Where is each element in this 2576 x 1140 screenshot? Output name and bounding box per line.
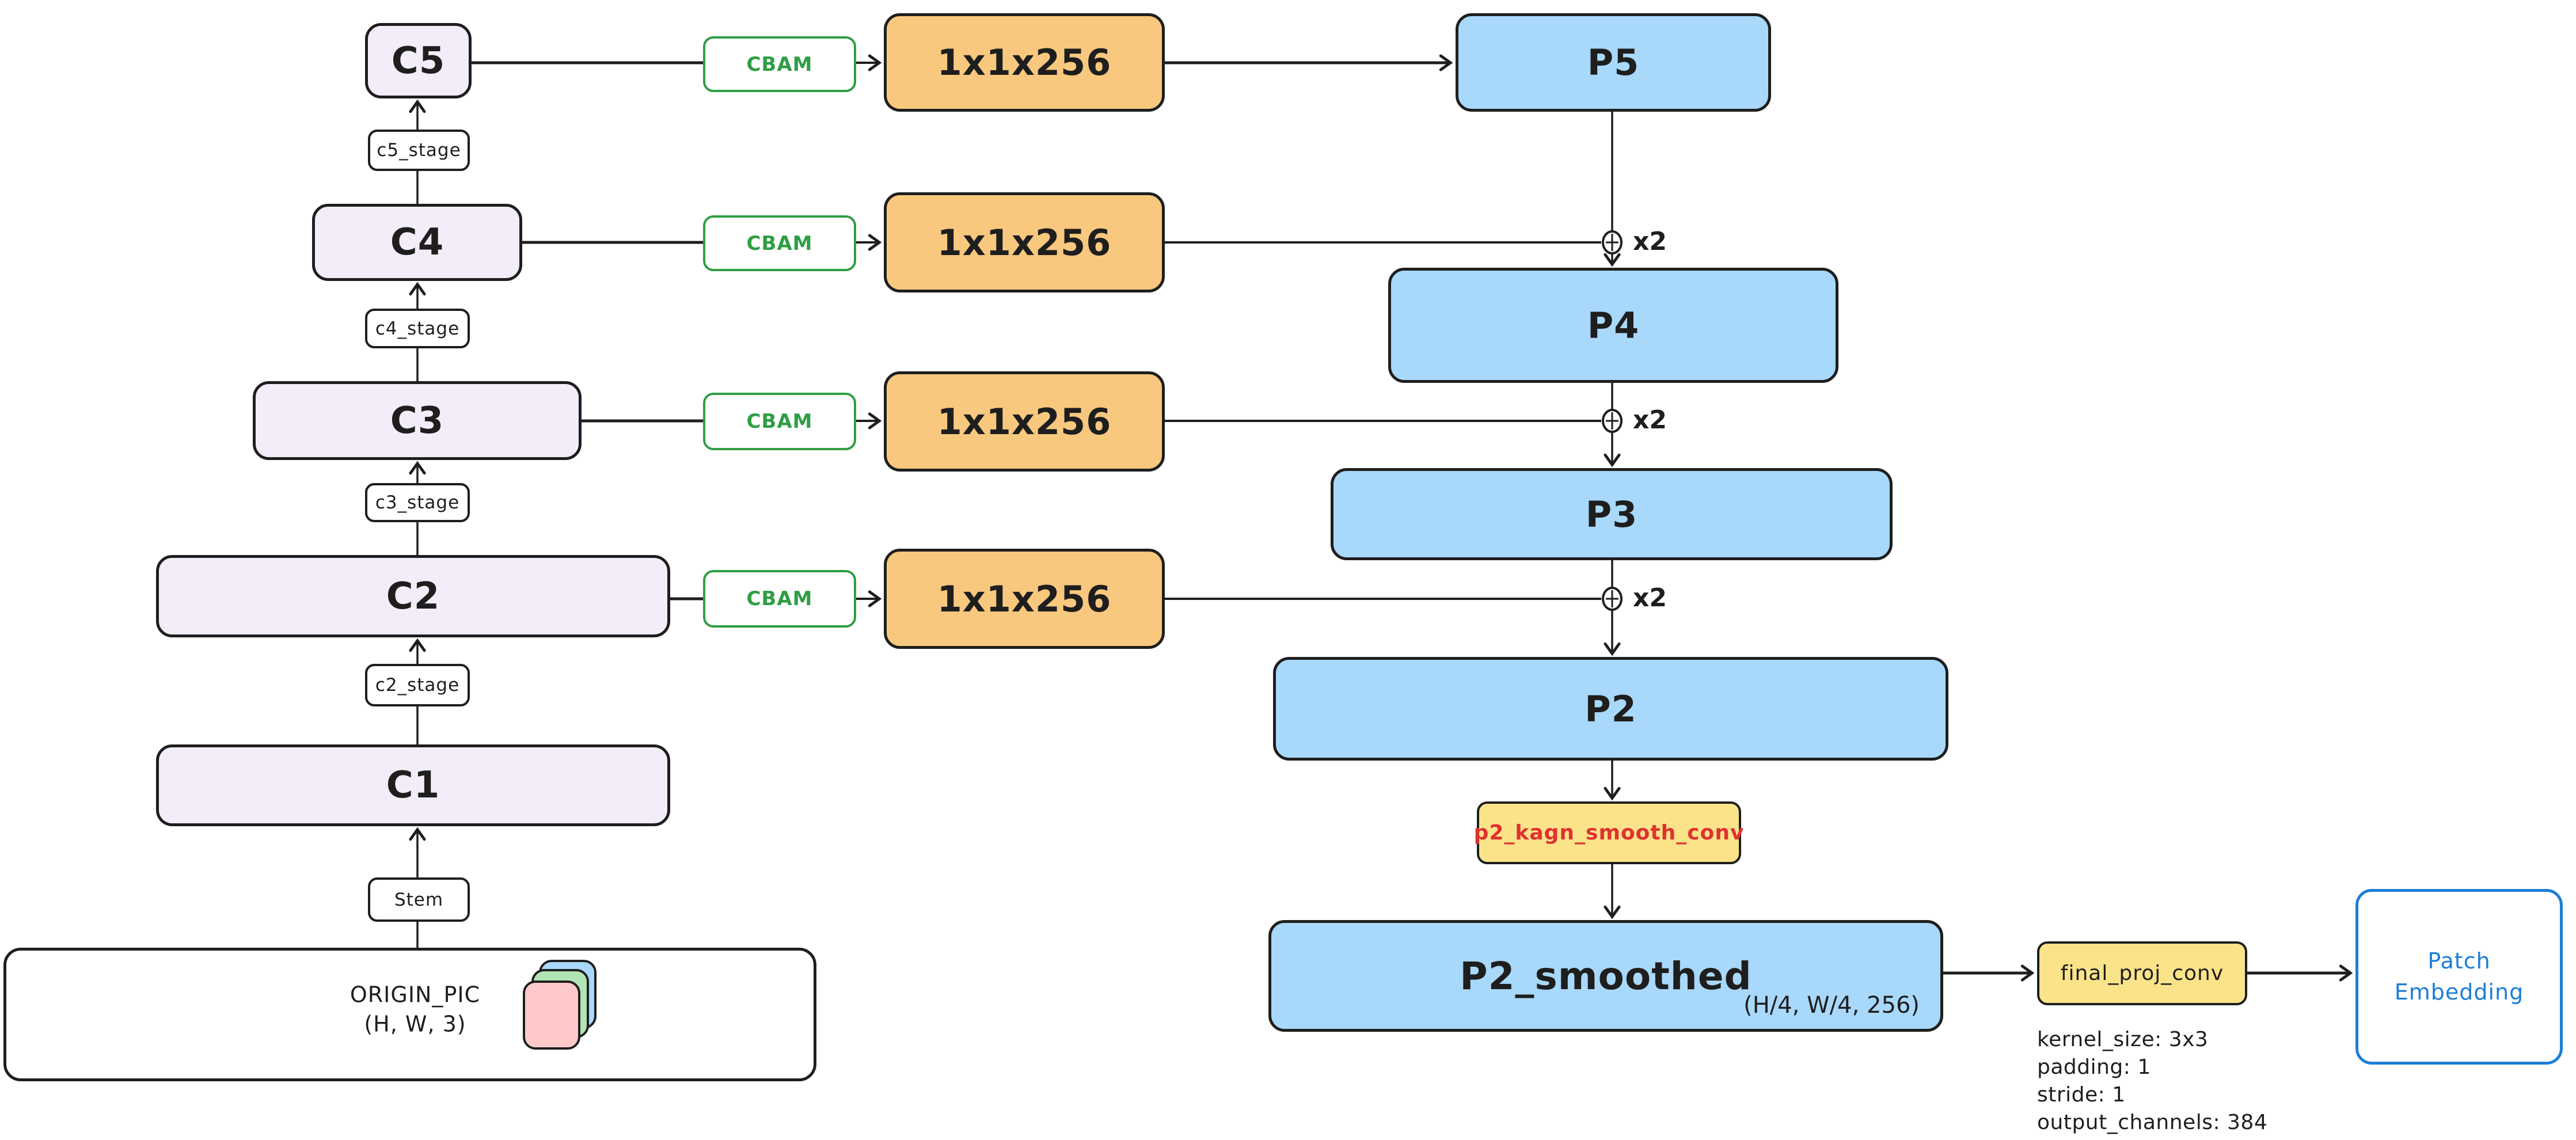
upsample-x2-label: x2 — [1633, 583, 1667, 613]
p3-node: P3 — [1331, 468, 1893, 560]
cbam-label: CBAM — [746, 231, 813, 255]
conv1x1-label: 1x1x256 — [937, 577, 1112, 620]
cbam-node-c5: CBAM — [703, 36, 856, 92]
p2-smoothed-label: P2_smoothed — [1460, 953, 1752, 998]
add-junction-p5-p4 — [1602, 112, 1623, 267]
upsample-x2-label: x2 — [1633, 405, 1667, 435]
c4-stage-node: c4_stage — [365, 309, 470, 348]
param-output-channels: output_channels: 384 — [2037, 1111, 2268, 1134]
final-proj-conv-label: final_proj_conv — [2060, 962, 2224, 985]
image-layer-pink-icon — [523, 981, 580, 1050]
c4-node: C4 — [312, 204, 522, 281]
c3-label: C3 — [390, 399, 444, 442]
param-kernel-size: kernel_size: 3x3 — [2037, 1028, 2209, 1051]
p2-kagn-smooth-conv-label: p2_kagn_smooth_conv — [1473, 821, 1745, 845]
upsample-x2-label: x2 — [1633, 227, 1667, 256]
p5-node: P5 — [1456, 13, 1771, 112]
p5-label: P5 — [1587, 41, 1640, 83]
c3-stage-node: c3_stage — [365, 483, 470, 522]
cbam-label: CBAM — [746, 410, 813, 433]
patch-embedding-label: Patch Embedding — [2394, 948, 2524, 1005]
c3-stage-label: c3_stage — [375, 492, 460, 513]
conv1x1-label: 1x1x256 — [937, 221, 1112, 264]
conv1x1-node-c2: 1x1x256 — [884, 549, 1165, 649]
cbam-node-c4: CBAM — [703, 215, 856, 271]
p2-kagn-smooth-conv-node: p2_kagn_smooth_conv — [1474, 801, 1743, 864]
c2-stage-node: c2_stage — [365, 664, 470, 706]
param-padding: padding: 1 — [2037, 1055, 2151, 1079]
conv1x1-node-c3: 1x1x256 — [884, 371, 1165, 472]
c5-label: C5 — [391, 39, 446, 82]
p3-label: P3 — [1585, 493, 1638, 535]
final-proj-conv-params: kernel_size: 3x3 padding: 1 stride: 1 ou… — [2037, 1026, 2267, 1137]
cbam-node-c3: CBAM — [703, 393, 856, 450]
p4-label: P4 — [1587, 304, 1640, 347]
stem-label: Stem — [394, 889, 444, 910]
p2-smoothed-node: P2_smoothed (H/4, W/4, 256) — [1268, 920, 1943, 1032]
c3-node: C3 — [253, 381, 582, 460]
c1-node: C1 — [156, 744, 670, 826]
patch-embedding-node: Patch Embedding — [2355, 889, 2563, 1065]
p2-node: P2 — [1273, 657, 1948, 761]
c2-label: C2 — [386, 575, 440, 618]
c4-stage-label: c4_stage — [375, 318, 460, 339]
origin-pic-label: ORIGIN_PIC (H, W, 3) — [349, 982, 481, 1037]
c5-stage-label: c5_stage — [377, 140, 461, 161]
c5-node: C5 — [365, 23, 472, 98]
c4-label: C4 — [390, 221, 444, 264]
conv1x1-label: 1x1x256 — [937, 41, 1112, 83]
cbam-node-c2: CBAM — [703, 570, 856, 628]
final-proj-conv-node: final_proj_conv — [2037, 941, 2247, 1005]
cbam-label: CBAM — [746, 587, 813, 610]
conv1x1-node-c4: 1x1x256 — [884, 192, 1165, 292]
conv1x1-node-c5: 1x1x256 — [884, 13, 1165, 112]
add-junction-p3-p2 — [1602, 560, 1623, 656]
p4-node: P4 — [1388, 268, 1838, 383]
origin-pic-box: ORIGIN_PIC (H, W, 3) — [3, 948, 816, 1081]
c5-stage-node: c5_stage — [368, 130, 470, 171]
cbam-label: CBAM — [746, 52, 813, 76]
conv1x1-label: 1x1x256 — [937, 400, 1112, 443]
stem-node: Stem — [368, 877, 470, 922]
p2-smoothed-shape-label: (H/4, W/4, 256) — [1743, 992, 1920, 1019]
param-stride: stride: 1 — [2037, 1083, 2126, 1107]
p2-label: P2 — [1585, 687, 1637, 730]
c2-node: C2 — [156, 555, 670, 637]
c1-label: C1 — [386, 764, 440, 807]
c2-stage-label: c2_stage — [375, 675, 460, 696]
add-junction-p4-p3 — [1602, 383, 1623, 468]
